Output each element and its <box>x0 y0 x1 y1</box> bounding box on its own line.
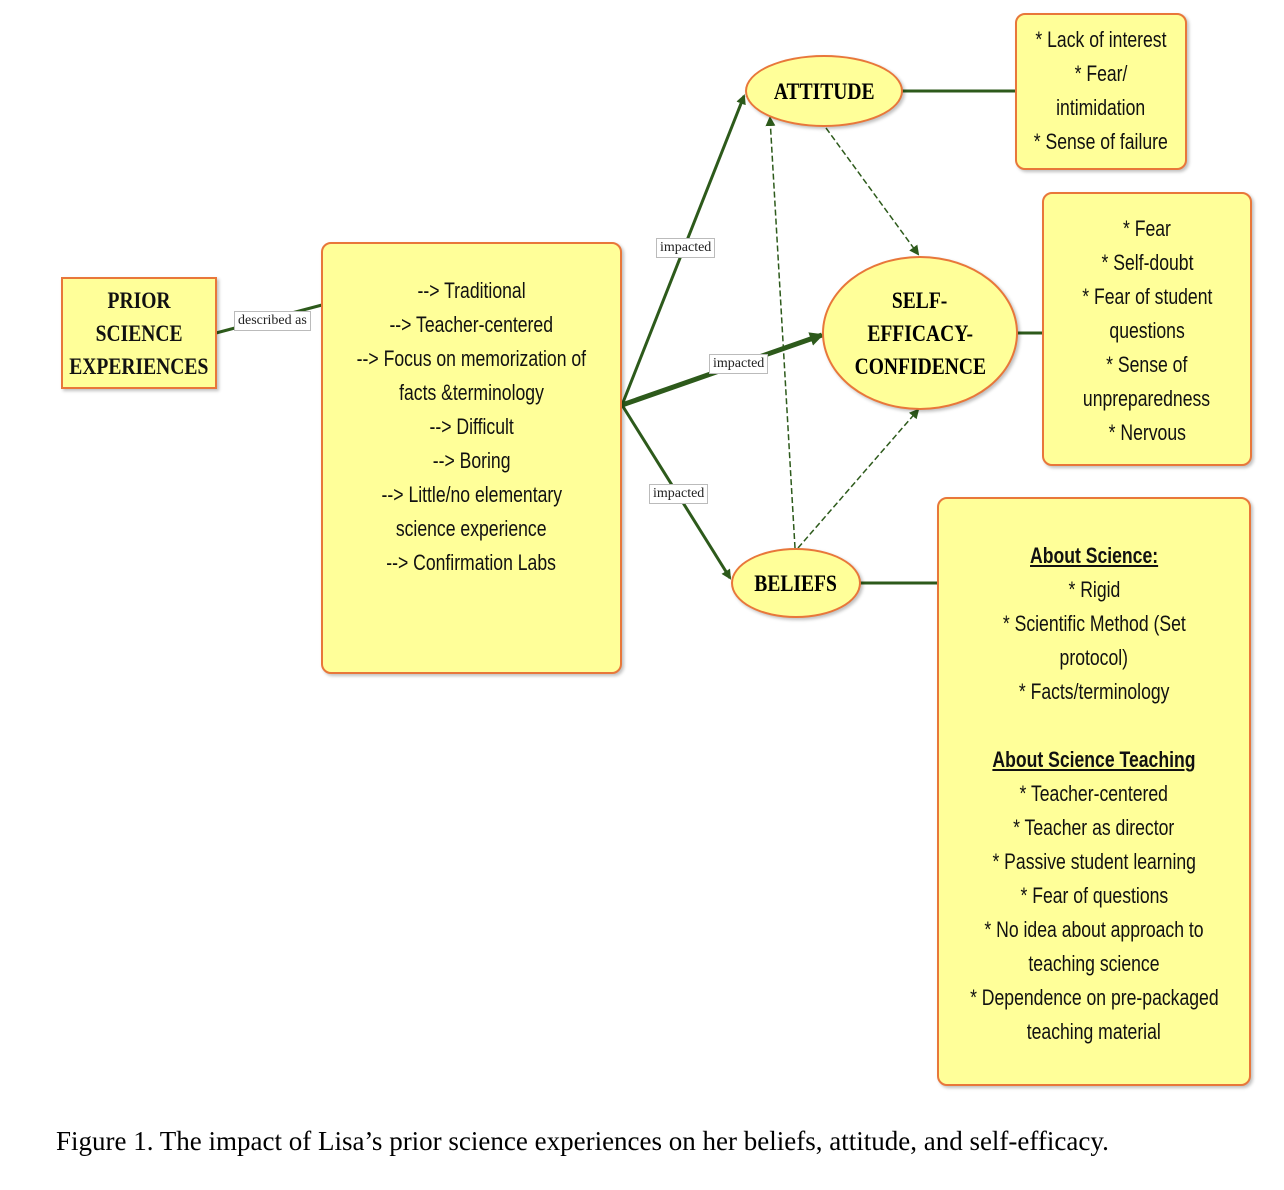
node-text: protocol) <box>1059 645 1129 670</box>
node-text: --> Traditional <box>417 278 526 303</box>
node-text: science experience <box>396 516 547 541</box>
node-text: * Facts/terminology <box>1018 679 1170 704</box>
node-text: facts &terminology <box>399 380 544 405</box>
node-attitude: ATTITUDE <box>745 55 903 127</box>
node-text: * Sense of failure <box>1033 129 1169 154</box>
node-text: * Rigid <box>1068 577 1120 602</box>
node-text: unpreparedness <box>1083 386 1211 411</box>
node-text: * Fear <box>1123 216 1171 241</box>
node-text: --> Difficult <box>429 414 514 439</box>
node-description: --> Traditional --> Teacher-centered -->… <box>321 242 622 674</box>
node-text: EFFICACY- <box>867 320 973 346</box>
node-text: PRIOR <box>107 287 171 313</box>
node-text: --> Teacher-centered <box>389 312 554 337</box>
node-text: --> Little/no elementary <box>381 482 562 507</box>
node-text: * Dependence on pre-packaged <box>969 985 1219 1010</box>
node-text: EXPERIENCES <box>69 353 209 379</box>
node-text: * Nervous <box>1108 420 1186 445</box>
link-label-impacted-attitude: impacted <box>656 238 716 258</box>
node-text: * Fear/ <box>1074 61 1128 86</box>
link-label-described-as: described as <box>234 311 311 331</box>
node-efficacy-details: * Fear * Self-doubt * Fear of student qu… <box>1042 192 1252 466</box>
section-heading: About Science Teaching <box>992 747 1196 772</box>
link-label-impacted-efficacy: impacted <box>709 354 769 374</box>
node-attitude-details: * Lack of interest * Fear/ intimidation … <box>1015 13 1187 170</box>
node-text: * Lack of interest <box>1035 27 1167 52</box>
node-self-efficacy: SELF- EFFICACY- CONFIDENCE <box>822 256 1018 410</box>
link-label-impacted-beliefs: impacted <box>649 484 709 504</box>
node-text: --> Boring <box>432 448 511 473</box>
node-text: * Fear of student <box>1081 284 1213 309</box>
node-text: * Passive student learning <box>992 849 1196 874</box>
dashed-beliefs-attitude <box>765 116 796 549</box>
figure-caption: Figure 1. The impact of Lisa’s prior sci… <box>56 1126 1109 1156</box>
node-text: * Teacher-centered <box>1019 781 1169 806</box>
node-text: * Sense of <box>1106 352 1188 377</box>
node-text: teaching material <box>1026 1019 1162 1044</box>
node-text: ATTITUDE <box>773 78 875 104</box>
dashed-attitude-efficacy <box>825 127 920 256</box>
node-text: --> Focus on memorization of <box>356 346 587 371</box>
node-text: BELIEFS <box>754 570 838 596</box>
node-text: SELF- <box>892 287 948 313</box>
node-beliefs: BELIEFS <box>731 548 861 618</box>
section-heading: About Science: <box>1029 543 1159 568</box>
node-text: * Teacher as director <box>1013 815 1175 840</box>
node-text: questions <box>1109 318 1185 343</box>
node-text: * Fear of questions <box>1020 883 1168 908</box>
node-text: * Self-doubt <box>1101 250 1193 275</box>
node-text: CONFIDENCE <box>854 353 986 379</box>
node-text: * Scientific Method (Set <box>1002 611 1186 636</box>
node-text: * No idea about approach to <box>984 917 1204 942</box>
node-text: SCIENCE <box>95 320 183 346</box>
dashed-beliefs-efficacy <box>797 408 920 549</box>
node-text: intimidation <box>1056 95 1146 120</box>
node-beliefs-details: About Science: * Rigid * Scientific Meth… <box>937 497 1251 1086</box>
node-text: --> Confirmation Labs <box>386 550 557 575</box>
node-prior-science-experiences: PRIOR SCIENCE EXPERIENCES <box>61 277 217 389</box>
node-text: teaching science <box>1028 951 1160 976</box>
